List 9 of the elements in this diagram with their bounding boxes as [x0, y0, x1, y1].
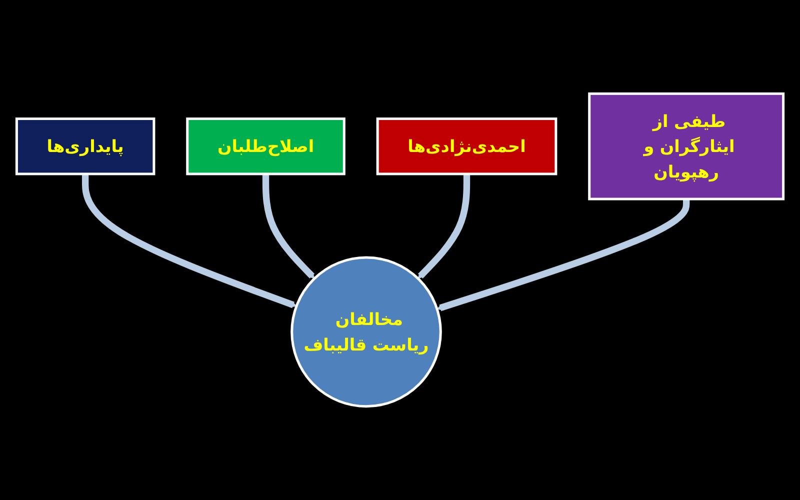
node-box: طیفی از ایثارگران و رهپویان — [588, 92, 785, 200]
node-circle: مخالفان ریاست قالیباف — [290, 256, 442, 408]
arrow — [262, 174, 315, 279]
arrow — [436, 199, 690, 312]
node-box: احمدی‌نژادی‌ها — [376, 118, 558, 176]
node-box: اصلاح‌طلبان — [186, 118, 346, 176]
arrow — [418, 174, 470, 279]
arrow — [82, 174, 297, 308]
node-box: پایداری‌ها — [15, 118, 156, 176]
